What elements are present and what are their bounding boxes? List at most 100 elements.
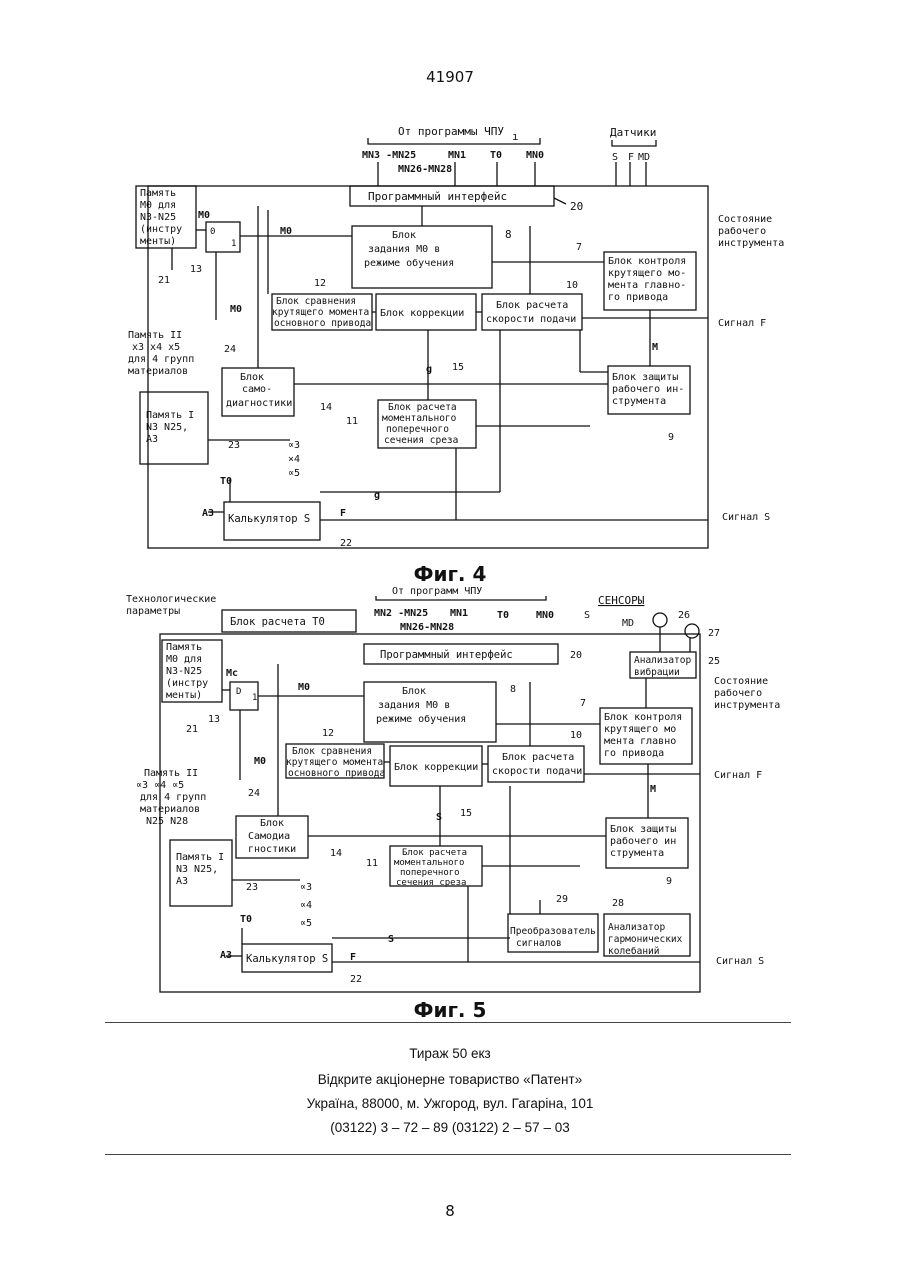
svg-text:MN2 -MN25: MN2 -MN25 [374,608,428,619]
svg-text:материалов: материалов [140,804,200,815]
svg-text:7: 7 [580,698,586,709]
svg-text:Блок расчета T0: Блок расчета T0 [230,616,325,628]
svg-text:26: 26 [678,610,690,621]
svg-text:менты): менты) [166,690,202,701]
svg-text:скорости подачи: скорости подачи [492,766,582,777]
svg-text:Блок: Блок [260,818,284,829]
svg-text:Блок расчета: Блок расчета [402,848,467,858]
svg-text:инструмента: инструмента [714,700,780,711]
svg-text:Технологические: Технологические [126,594,216,605]
svg-text:Блок сравнения: Блок сравнения [292,746,372,757]
svg-text:рабочего ин: рабочего ин [610,835,676,847]
svg-text:крутящего момента: крутящего момента [286,757,383,768]
svg-text:S: S [388,934,394,945]
svg-text:Калькулятор S: Калькулятор S [246,953,328,965]
imprint-top-rule [105,1022,791,1023]
svg-text:Самодиа: Самодиа [248,831,290,842]
svg-text:Блок: Блок [402,686,426,697]
svg-text:∝4: ∝4 [300,900,312,911]
svg-text:Сигнал S: Сигнал S [716,956,764,967]
svg-text:Состояние: Состояние [714,676,768,687]
svg-text:MN0: MN0 [536,610,554,621]
svg-text:12: 12 [322,728,334,739]
svg-text:∝3: ∝3 [300,882,312,893]
svg-text:Память: Память [166,642,202,653]
svg-text:M0 для: M0 для [166,654,202,665]
svg-text:го привода: го привода [604,748,664,759]
svg-text:Программный интерфейс: Программный интерфейс [380,649,513,661]
svg-text:Сигнал F: Сигнал F [714,770,762,781]
svg-text:параметры: параметры [126,606,180,617]
svg-text:мента главно: мента главно [604,736,676,747]
svg-text:Блок коррекции: Блок коррекции [394,762,478,773]
svg-text:(инстру: (инстру [166,678,208,689]
svg-text:крутящего мо: крутящего мо [604,724,676,735]
svg-text:поперечного: поперечного [400,868,460,878]
svg-text:21: 21 [186,724,198,735]
imprint-bottom-rule [105,1154,791,1155]
svg-text:Память II: Память II [144,768,198,779]
svg-text:25: 25 [708,656,720,667]
svg-text:вибрации: вибрации [634,667,680,678]
svg-text:N3 N25,: N3 N25, [176,864,218,875]
svg-text:N25 N28: N25 N28 [146,816,188,827]
svg-text:для 4 групп: для 4 групп [140,792,206,803]
svg-text:1: 1 [252,693,257,703]
svg-text:27: 27 [708,628,720,639]
svg-text:MD: MD [622,618,634,629]
svg-text:∝5: ∝5 [300,918,312,929]
svg-text:20: 20 [570,650,582,661]
fig5-mo-setting-block [364,682,496,742]
svg-text:основного привода: основного привода [288,768,385,779]
svg-text:Анализатор: Анализатор [608,922,665,933]
svg-text:моментального: моментального [394,858,464,868]
svg-text:8: 8 [510,684,516,695]
svg-text:9: 9 [666,876,672,887]
svg-text:Блок защиты: Блок защиты [610,824,676,835]
svg-text:23: 23 [246,882,258,893]
imprint-address: Україна, 88000, м. Ужгород, вул. Гагарін… [0,1096,900,1111]
svg-text:гармонических: гармонических [608,934,683,945]
svg-text:D: D [236,687,241,697]
svg-text:Преобразователь: Преобразователь [510,926,596,937]
svg-text:От программ ЧПУ: От программ ЧПУ [392,586,482,597]
fig5-caption: Фиг. 5 [0,998,900,1022]
svg-text:M: M [650,784,656,795]
svg-text:сигналов: сигналов [516,938,562,949]
svg-text:14: 14 [330,848,342,859]
svg-text:28: 28 [612,898,624,909]
svg-text:11: 11 [366,858,378,869]
svg-text:сечения среза: сечения среза [396,878,466,888]
svg-text:гностики: гностики [248,844,296,855]
svg-text:S: S [436,812,442,823]
svg-text:T0: T0 [497,610,509,621]
svg-text:22: 22 [350,974,362,985]
svg-text:MN1: MN1 [450,608,468,619]
svg-text:N3-N25: N3-N25 [166,666,202,677]
page-number: 8 [0,1202,900,1220]
svg-text:Блок расчета: Блок расчета [502,752,574,763]
svg-text:Блок контроля: Блок контроля [604,712,682,723]
svg-text:Mc: Mc [226,668,238,679]
svg-text:13: 13 [208,714,220,725]
imprint-phones: (03122) 3 – 72 – 89 (03122) 2 – 57 – 03 [0,1120,900,1135]
svg-text:Память I: Память I [176,852,224,863]
svg-text:рабочего: рабочего [714,687,762,699]
svg-text:режиме обучения: режиме обучения [376,713,466,725]
svg-text:15: 15 [460,808,472,819]
svg-text:M0: M0 [254,756,266,767]
svg-text:M0: M0 [298,682,310,693]
svg-text:MN26-MN28: MN26-MN28 [400,622,454,633]
svg-text:10: 10 [570,730,582,741]
svg-text:струмента: струмента [610,848,664,859]
svg-text:29: 29 [556,894,568,905]
svg-text:задания M0 в: задания M0 в [378,700,450,711]
svg-text:S: S [584,610,590,621]
svg-text:24: 24 [248,788,260,799]
svg-text:Анализатор: Анализатор [634,655,691,666]
svg-text:СЕНСОРЫ: СЕНСОРЫ [598,594,645,607]
svg-text:∝3 ∝4 ∝5: ∝3 ∝4 ∝5 [136,780,184,791]
imprint-copies: Тираж 50 екз [0,1046,900,1061]
svg-text:колебаний: колебаний [608,946,659,957]
svg-text:A3: A3 [176,876,188,887]
